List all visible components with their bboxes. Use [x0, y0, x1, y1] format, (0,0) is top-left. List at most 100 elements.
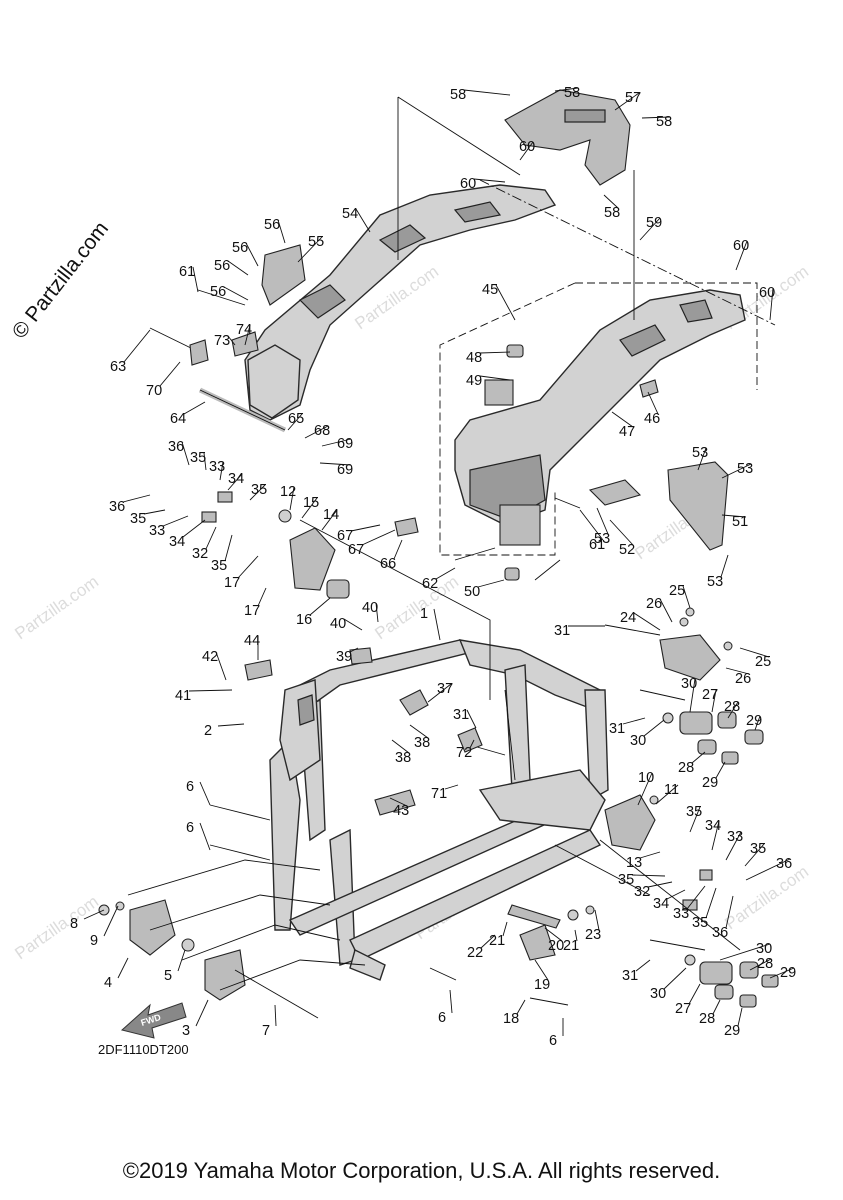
part-callout: 35: [618, 872, 634, 888]
callout-leader: [237, 555, 259, 579]
part-callout: 44: [244, 633, 260, 649]
engine-plate-10: [604, 794, 656, 851]
callout-leader: [427, 683, 452, 703]
part-callout: 50: [464, 584, 480, 600]
callout-leader: [596, 507, 609, 535]
part-callout: 48: [466, 350, 482, 366]
watermark-text: Partzilla.com: [721, 862, 812, 933]
upper-left-frame: [244, 184, 557, 421]
callout-leader: [83, 909, 105, 920]
callout-leader: [205, 526, 217, 550]
callout-leader: [287, 413, 303, 431]
callout-leader: [720, 554, 729, 578]
part-callout: 34: [705, 818, 721, 834]
fwd-arrow: FWD: [120, 1002, 187, 1039]
callout-leader: [227, 260, 249, 276]
callout-leader: [375, 602, 379, 623]
callout-leader: [663, 967, 687, 990]
part-callout: 28: [699, 1011, 715, 1027]
part-callout: 15: [303, 495, 319, 511]
part-callout: 58: [450, 87, 466, 103]
part-callout: 29: [724, 1023, 740, 1039]
callout-leader: [203, 452, 207, 471]
callout-leader: [727, 701, 739, 719]
part-callout: 31: [622, 968, 638, 984]
part-callout: 24: [620, 610, 636, 626]
part-callout: 40: [362, 600, 378, 616]
part-callout: 34: [228, 471, 244, 487]
callout-leader: [319, 462, 352, 466]
part-callout: 18: [503, 1011, 519, 1027]
part-callout: 29: [702, 775, 718, 791]
watermark-text: Partzilla.com: [371, 572, 462, 643]
assembly-outline: [439, 282, 758, 556]
part-callout: 19: [534, 977, 550, 993]
callout-leader: [480, 934, 496, 949]
part-callout: 53: [594, 531, 610, 547]
callout-leader: [479, 375, 511, 381]
callout-leader: [721, 514, 747, 518]
callout-leader: [682, 585, 691, 609]
callout-leader: [350, 524, 381, 532]
callout-leader: [277, 219, 286, 244]
callout-leader: [611, 411, 634, 428]
part-callout: 39: [336, 649, 352, 665]
callout-leader: [697, 447, 707, 471]
callout-leader: [643, 719, 665, 737]
callout-leader: [719, 943, 771, 961]
callout-leader: [227, 335, 236, 346]
part-callout: 7: [262, 1023, 270, 1039]
part-callout: 46: [644, 411, 660, 427]
part-callout: 61: [589, 537, 605, 553]
part-callout: 3: [182, 1023, 190, 1039]
callout-leader: [188, 689, 233, 692]
part-callout: 6: [549, 1033, 557, 1049]
callout-leader: [519, 141, 534, 161]
part-callout: 30: [681, 676, 697, 692]
link-24: [659, 634, 721, 681]
part-callout: 31: [609, 721, 625, 737]
part-callout: 33: [727, 829, 743, 845]
part-callout: 36: [776, 856, 792, 872]
callout-leader: [689, 806, 701, 833]
part-callout: 66: [380, 556, 396, 572]
callout-leader: [343, 618, 363, 631]
callout-leader: [622, 717, 646, 725]
callout-leader: [469, 739, 475, 749]
right-frame-assembly: [454, 289, 746, 546]
callout-leader: [534, 959, 549, 981]
callout-leader: [249, 484, 266, 501]
callout-leader: [495, 284, 516, 321]
callout-leader: [502, 921, 508, 937]
part-callout: 40: [330, 616, 346, 632]
part-callout: 11: [664, 782, 679, 798]
part-callout: 17: [224, 575, 240, 591]
callout-leader: [754, 715, 761, 731]
callout-leader: [177, 949, 186, 972]
diagram-code: 2DF1110DT200: [98, 1042, 189, 1057]
callout-leader: [143, 509, 166, 515]
part-callout: 41: [175, 688, 191, 704]
callout-leader: [217, 723, 245, 727]
callout-leader: [227, 473, 243, 491]
callout-leader: [735, 240, 748, 271]
link-19: [519, 924, 556, 961]
side-watermark: © Partzilla.com: [8, 217, 113, 343]
callout-leader: [199, 781, 211, 806]
part-callout: 10: [638, 770, 654, 786]
part-callout: 6: [438, 1010, 446, 1026]
callout-leader: [433, 608, 441, 641]
callout-leader: [631, 874, 666, 877]
callout-leader: [361, 529, 396, 546]
part-callout: 69: [337, 462, 353, 478]
callout-leader: [301, 497, 318, 519]
callout-leader: [321, 438, 352, 447]
callout-leader: [409, 724, 429, 739]
part-callout: 31: [453, 707, 469, 723]
part-callout: 6: [186, 820, 194, 836]
part-callout: 35: [686, 804, 702, 820]
bracket-52: [588, 479, 642, 506]
callout-leader: [739, 647, 770, 658]
callout-leader: [195, 999, 209, 1027]
callout-leader: [769, 287, 774, 321]
